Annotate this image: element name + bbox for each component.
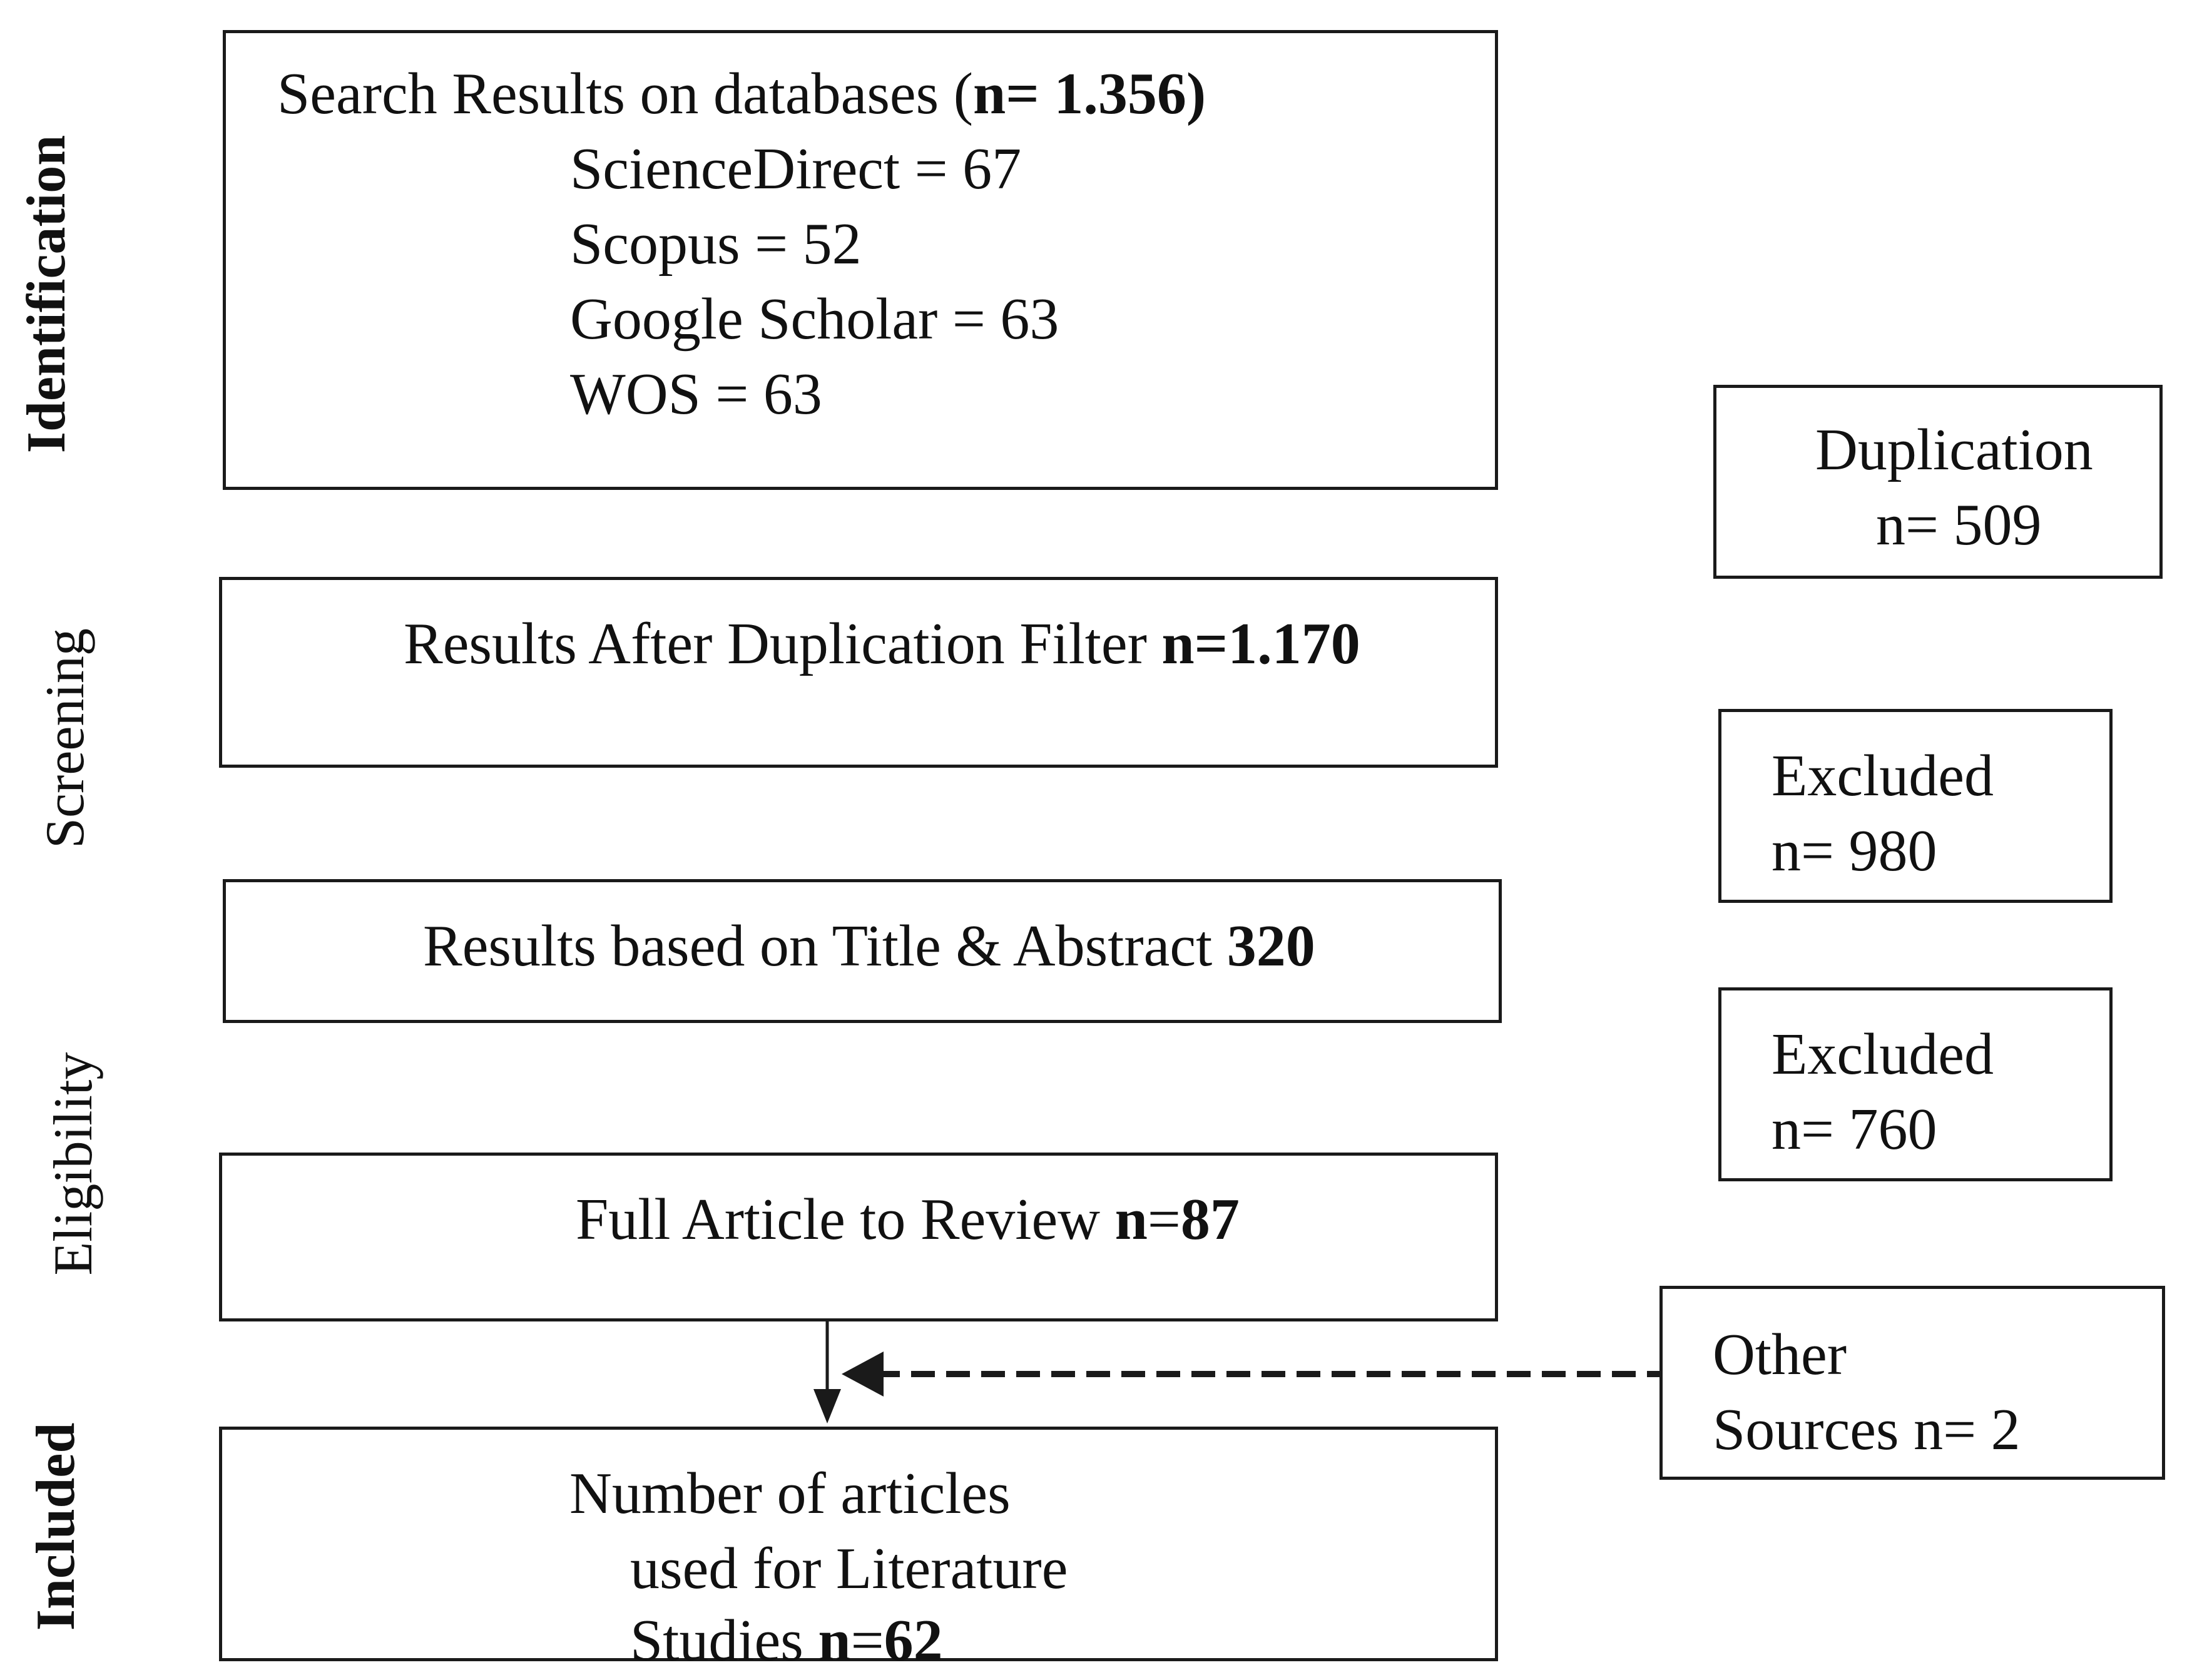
- title-abstract-count: 320: [1226, 914, 1315, 979]
- source-wos: WOS = 63: [570, 362, 822, 427]
- included-line-2: used for Literature: [630, 1536, 1068, 1601]
- other-sources-box: Other Sources n= 2: [1659, 1286, 2165, 1480]
- included-line-1: Number of articles: [569, 1461, 1011, 1526]
- excluded-eligibility-label: Excluded: [1772, 1022, 1994, 1087]
- source-scopus: Scopus = 52: [570, 211, 862, 277]
- source-sciencedirect: ScienceDirect = 67: [570, 136, 1022, 201]
- search-results-title: Search Results on databases (n= 1.356): [277, 64, 1206, 123]
- full-article-label: Full Article to Review: [576, 1187, 1115, 1252]
- after-duplication-text: Results After Duplication Filter n=1.170: [404, 614, 1360, 673]
- title-abstract-label: Results based on Title & Abstract: [423, 914, 1227, 979]
- duplication-label: Duplication: [1815, 417, 2093, 482]
- search-results-label: Search Results on databases (: [277, 61, 974, 126]
- excluded-eligibility-box: Excluded n= 760: [1718, 987, 2113, 1181]
- included-count-val: 62: [884, 1608, 943, 1673]
- full-article-count-n: n: [1114, 1187, 1148, 1252]
- search-results-count: n= 1.356): [973, 61, 1206, 126]
- left-arrowhead: [842, 1352, 884, 1397]
- full-article-text: Full Article to Review n=87: [576, 1190, 1240, 1249]
- after-duplication-box: Results After Duplication Filter n=1.170: [219, 577, 1498, 768]
- title-abstract-text: Results based on Title & Abstract 320: [423, 917, 1315, 975]
- excluded-eligibility-count: n= 760: [1772, 1097, 1937, 1162]
- included-box: Number of articles used for Literature S…: [219, 1427, 1498, 1670]
- excluded-screening-label: Excluded: [1772, 743, 1994, 808]
- included-count-eq: =: [850, 1608, 884, 1673]
- included-count-n: n: [818, 1608, 851, 1673]
- included-line-3: Studies n=62: [630, 1611, 943, 1670]
- search-results-box: Search Results on databases (n= 1.356) S…: [223, 30, 1498, 490]
- down-arrowhead: [813, 1389, 841, 1423]
- excluded-screening-box: Excluded n= 980: [1718, 709, 2113, 903]
- title-abstract-box: Results based on Title & Abstract 320: [223, 879, 1502, 1023]
- full-article-box: Full Article to Review n=87: [219, 1153, 1498, 1321]
- other-sources-count: Sources n= 2: [1713, 1397, 2021, 1462]
- other-sources-label: Other: [1713, 1322, 1847, 1387]
- duplication-box: Duplication n= 509: [1713, 385, 2163, 579]
- after-duplication-label: Results After Duplication Filter: [404, 611, 1162, 676]
- duplication-count: n= 509: [1876, 492, 2042, 557]
- full-article-count-val: 87: [1180, 1187, 1240, 1252]
- excluded-screening-count: n= 980: [1772, 818, 1937, 883]
- included-studies-label: Studies: [630, 1608, 818, 1673]
- after-duplication-count: n=1.170: [1161, 611, 1360, 676]
- source-google-scholar: Google Scholar = 63: [570, 287, 1059, 352]
- full-article-count-eq: =: [1147, 1187, 1181, 1252]
